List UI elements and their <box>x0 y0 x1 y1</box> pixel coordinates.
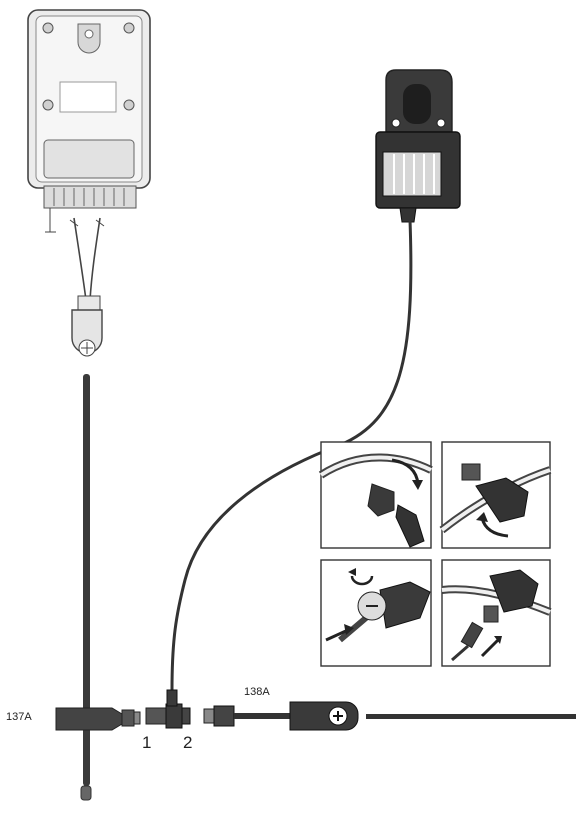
plus-icon <box>333 711 343 721</box>
step-2-label: 2 <box>183 733 193 752</box>
connector-137a <box>55 707 141 731</box>
output-cable <box>366 714 576 719</box>
screw-icon <box>123 99 135 111</box>
detail-panel-screw <box>320 559 432 667</box>
detail-panel-attach <box>318 441 433 549</box>
main-cable <box>80 374 92 801</box>
control-unit <box>27 9 151 233</box>
t-connector <box>145 689 191 729</box>
wire-clamp <box>71 295 103 357</box>
control-wires <box>69 217 105 301</box>
motion-sensor <box>375 69 461 223</box>
step-1-label: 1 <box>142 733 152 752</box>
screw-icon <box>42 22 54 34</box>
connector-137a-label: 137A <box>6 711 32 723</box>
screw-icon <box>123 22 135 34</box>
curved-arrow-icon <box>350 575 374 586</box>
straight-arrow-icon <box>325 628 349 642</box>
sensor-cable <box>170 219 413 691</box>
connector-138a-label: 138A <box>244 686 270 698</box>
screw-icon <box>42 99 54 111</box>
straight-arrow-icon <box>480 638 500 658</box>
detail-panel-insert <box>441 559 552 667</box>
detail-panel-clip <box>439 441 552 549</box>
connector-138a <box>203 701 359 731</box>
